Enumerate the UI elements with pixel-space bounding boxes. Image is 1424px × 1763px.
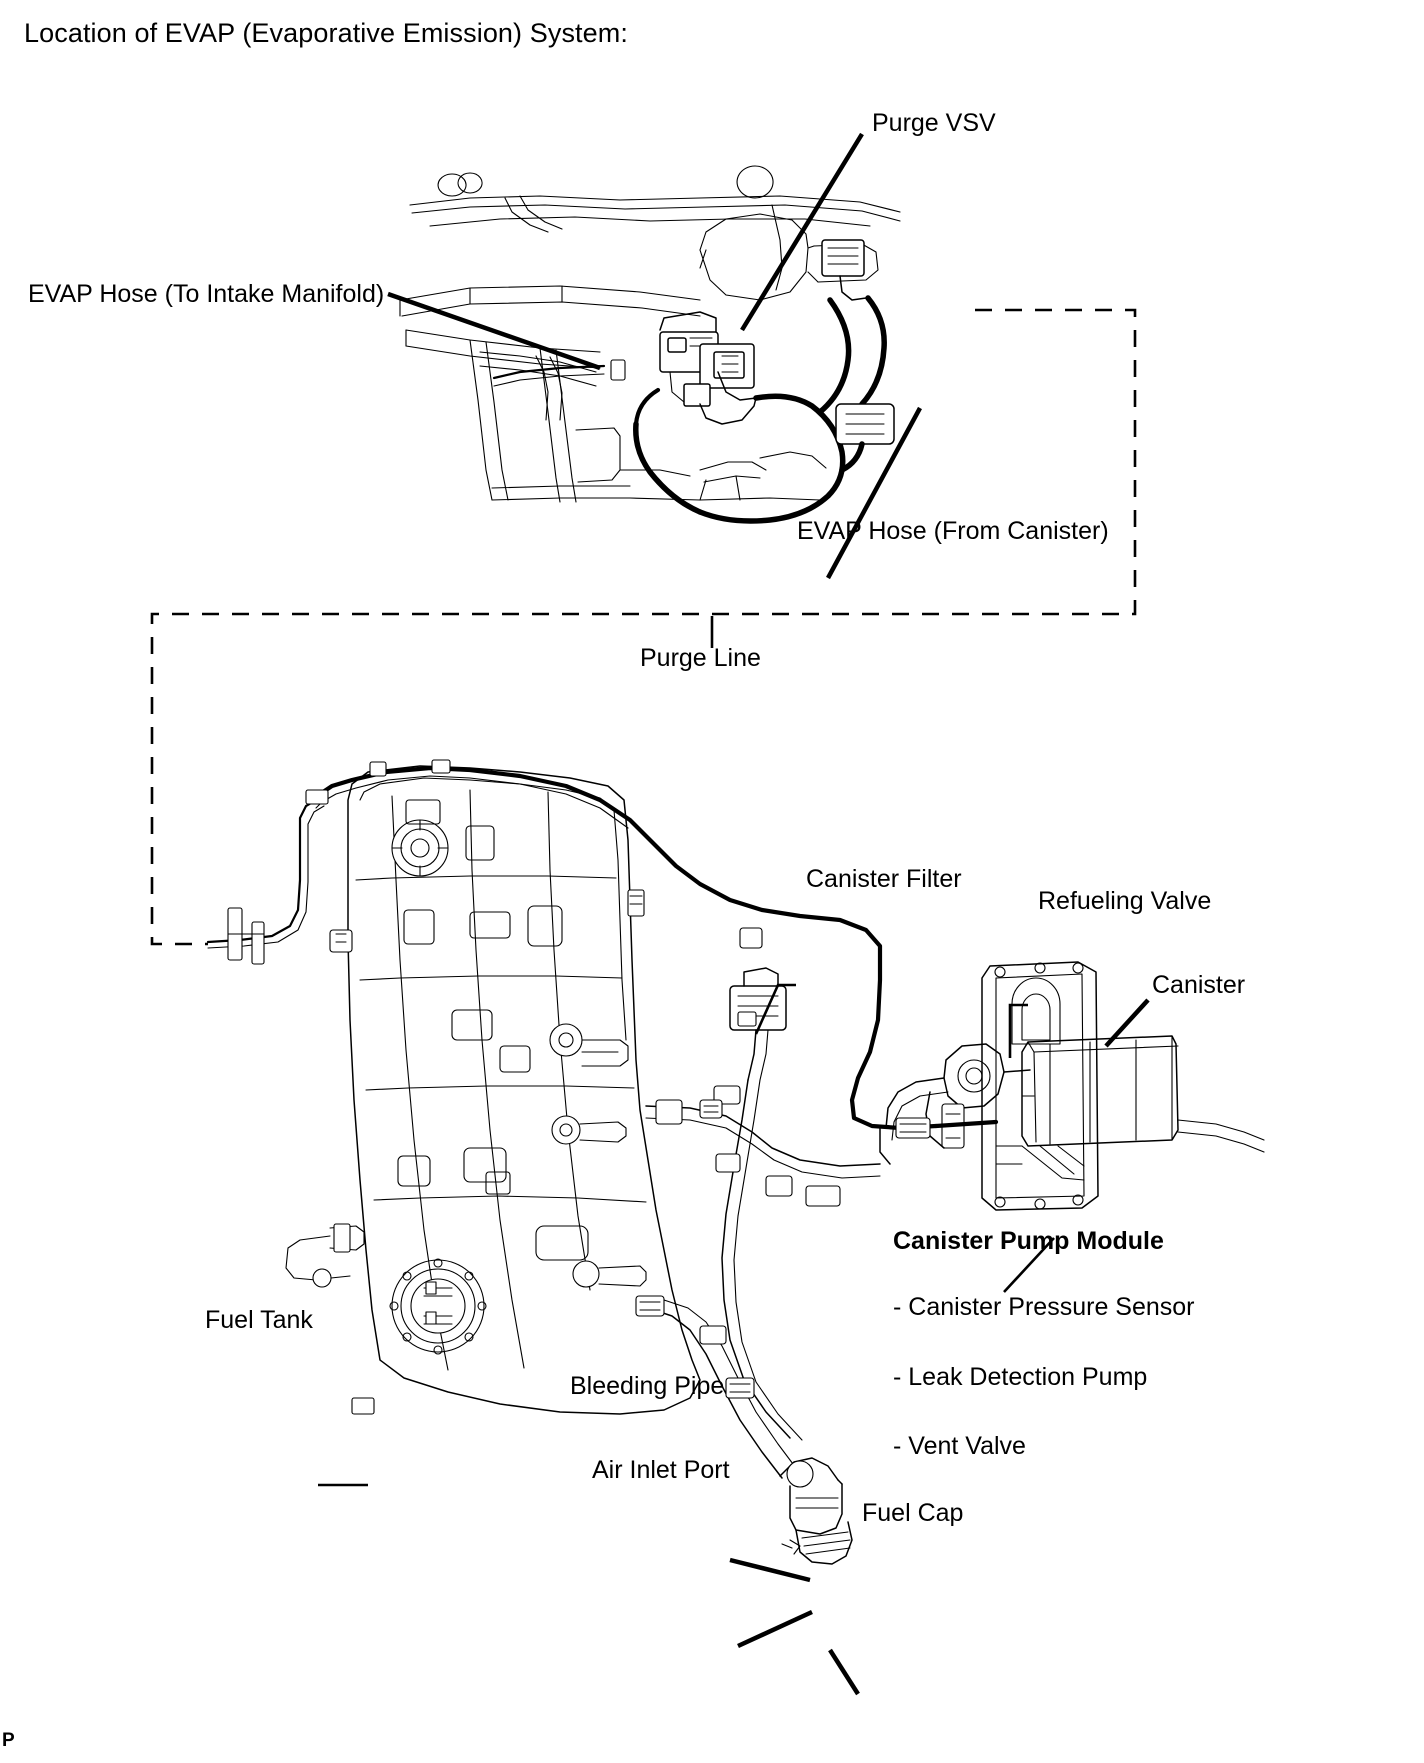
pump-module-item-pressure-sensor: - Canister Pressure Sensor — [893, 1293, 1195, 1321]
callout-purge-line: Purge Line — [640, 644, 761, 672]
corner-mark: P — [2, 1730, 15, 1751]
callout-purge-vsv: Purge VSV — [872, 109, 996, 137]
lower-leader-lines — [318, 983, 1150, 1696]
callout-bleeding-pipe: Bleeding Pipe — [570, 1372, 725, 1400]
upper-leader-lines — [387, 132, 922, 580]
leader-canister — [1104, 998, 1150, 1048]
leader-fuel-cap — [828, 1648, 860, 1696]
page-title: Location of EVAP (Evaporative Emission) … — [24, 18, 628, 48]
leader-air-inlet-port — [737, 1609, 813, 1649]
canister-pump-module-part — [885, 1043, 1031, 1149]
leader-canister-filter — [754, 983, 796, 1035]
callout-fuel-tank: Fuel Tank — [205, 1306, 313, 1334]
purge-line-boundary — [150, 308, 1137, 946]
canister-part — [981, 961, 1265, 1211]
callout-canister-filter: Canister Filter — [806, 865, 962, 893]
purge-line-dashed-path — [150, 308, 1137, 946]
leader-evap-hose-intake — [387, 291, 601, 371]
fuel-tank-assembly-view — [206, 759, 1265, 1565]
callout-canister-pump-module: Canister Pump Module — [893, 1227, 1164, 1255]
callout-evap-hose-intake: EVAP Hose (To Intake Manifold) — [28, 280, 385, 308]
pump-module-item-leak-detection-pump: - Leak Detection Pump — [893, 1363, 1148, 1391]
leader-bleeding-pipe — [729, 1557, 811, 1583]
leader-refueling-valve — [1008, 1003, 1028, 1058]
callout-refueling-valve: Refueling Valve — [1038, 887, 1212, 915]
pump-module-item-vent-valve: - Vent Valve — [893, 1432, 1026, 1460]
callout-fuel-cap: Fuel Cap — [862, 1499, 964, 1527]
leader-purge-vsv — [740, 132, 864, 332]
fuel-filler-neck — [779, 1457, 853, 1565]
callout-canister: Canister — [1152, 971, 1246, 999]
canister-filter-part — [729, 967, 787, 1081]
callout-evap-hose-canister: EVAP Hose (From Canister) — [797, 517, 1109, 545]
callout-air-inlet-port: Air Inlet Port — [592, 1456, 730, 1484]
leader-evap-hose-canister — [826, 406, 922, 580]
engine-compartment-view — [399, 165, 901, 524]
